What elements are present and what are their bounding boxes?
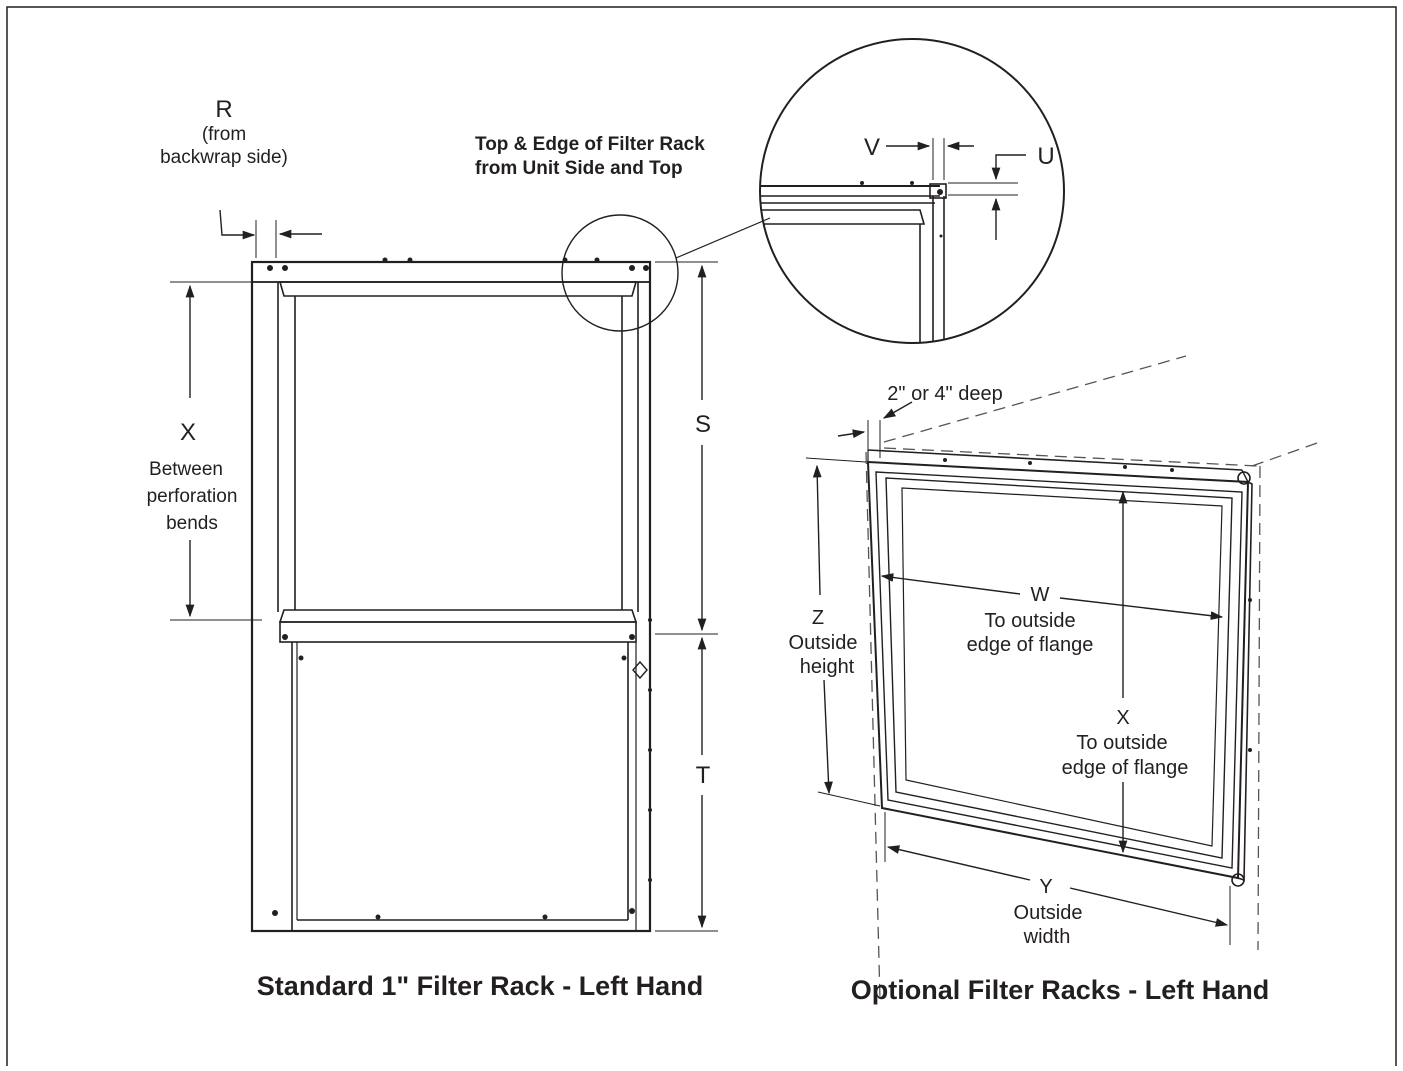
rack-outer-flange bbox=[866, 460, 1250, 880]
detail-caption-1: Top & Edge of Filter Rack bbox=[475, 134, 705, 155]
screws bbox=[267, 257, 652, 920]
label-z: Z bbox=[812, 607, 824, 629]
label-w-note-1: To outside bbox=[984, 610, 1075, 632]
label-x-right-note-1: To outside bbox=[1076, 732, 1167, 754]
label-x-right-note-2: edge of flange bbox=[1062, 757, 1189, 779]
detail-magnifier-circle bbox=[759, 38, 1065, 344]
unit-outline bbox=[250, 260, 652, 933]
label-v: V bbox=[864, 134, 880, 161]
label-r: R bbox=[215, 96, 232, 123]
left-figure-title: Standard 1" Filter Rack - Left Hand bbox=[257, 971, 703, 1001]
latch bbox=[632, 660, 648, 680]
label-z-note-1: Outside bbox=[789, 632, 858, 654]
label-z-note-2: height bbox=[800, 656, 855, 678]
label-x-left-note-1: Between bbox=[149, 459, 223, 480]
top-rail bbox=[251, 261, 651, 283]
optional-filter-rack: 2" or 4" deep W To outside edge of flang… bbox=[789, 355, 1321, 1005]
figure-border bbox=[6, 6, 1397, 1071]
label-u: U bbox=[1037, 143, 1054, 170]
detail-leader-line bbox=[675, 217, 771, 259]
label-s: S bbox=[695, 411, 711, 438]
detail-caption-2: from Unit Side and Top bbox=[475, 158, 683, 179]
middle-perforation-bend bbox=[278, 609, 638, 623]
standard-filter-rack: R (from backwrap side) X Between perfora… bbox=[147, 96, 771, 1001]
label-y: Y bbox=[1039, 876, 1052, 898]
label-w: W bbox=[1031, 584, 1050, 606]
label-x-left: X bbox=[180, 419, 196, 446]
label-x-left-note-3: bends bbox=[166, 513, 218, 534]
depth-note: 2" or 4" deep bbox=[887, 383, 1002, 405]
label-r-note-1: (from bbox=[202, 124, 246, 145]
label-r-note-2: backwrap side) bbox=[160, 147, 288, 168]
label-w-note-2: edge of flange bbox=[967, 634, 1094, 656]
top-perforation-bend bbox=[278, 281, 638, 297]
middle-rail bbox=[279, 621, 637, 643]
label-y-note-2: width bbox=[1023, 926, 1071, 948]
label-t: T bbox=[696, 762, 711, 789]
label-y-note-1: Outside bbox=[1014, 902, 1083, 924]
detail-marker-circle bbox=[561, 214, 679, 332]
label-x-left-note-2: perforation bbox=[147, 486, 238, 507]
detail-callout: Top & Edge of Filter Rack from Unit Side… bbox=[475, 38, 1065, 344]
right-figure-title: Optional Filter Racks - Left Hand bbox=[851, 975, 1270, 1005]
label-x-right: X bbox=[1116, 707, 1129, 729]
